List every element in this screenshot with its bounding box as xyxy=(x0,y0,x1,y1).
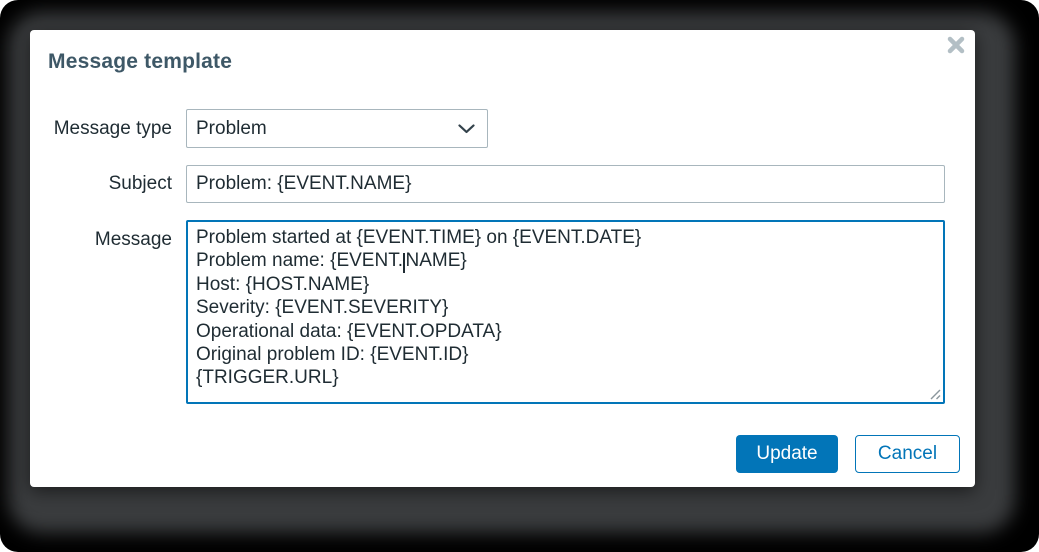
message-type-selected-value: Problem xyxy=(196,117,267,139)
message-line: Operational data: {EVENT.OPDATA} xyxy=(196,320,502,342)
message-line: Problem started at {EVENT.TIME} on {EVEN… xyxy=(196,227,642,248)
message-type-select[interactable]: Problem xyxy=(186,109,488,148)
message-line: {TRIGGER.URL} xyxy=(196,367,339,389)
text-cursor xyxy=(403,253,405,274)
message-textarea[interactable]: Problem started at {EVENT.TIME} on {EVEN… xyxy=(186,220,945,404)
subject-label: Subject xyxy=(108,173,172,194)
cancel-button[interactable]: Cancel xyxy=(855,435,960,473)
close-button[interactable] xyxy=(945,34,967,56)
close-icon xyxy=(946,35,966,55)
message-label: Message xyxy=(94,229,172,250)
message-line-after-caret: NAME} xyxy=(405,250,467,272)
message-line: Problem name: {EVENT.NAME} xyxy=(196,249,935,274)
chevron-down-icon xyxy=(458,123,475,134)
update-button[interactable]: Update xyxy=(736,435,838,473)
subject-input[interactable] xyxy=(186,165,945,203)
message-line: Host: {HOST.NAME} xyxy=(196,273,370,295)
message-type-label: Message type xyxy=(53,118,172,139)
resize-handle[interactable] xyxy=(928,387,942,401)
message-template-dialog: Message template Message type Problem Su… xyxy=(30,30,975,487)
message-line: Original problem ID: {EVENT.ID} xyxy=(196,344,469,366)
dialog-title: Message template xyxy=(48,50,233,73)
message-line: Severity: {EVENT.SEVERITY} xyxy=(196,297,449,319)
message-line-before-caret: Problem name: {EVENT. xyxy=(196,250,403,272)
